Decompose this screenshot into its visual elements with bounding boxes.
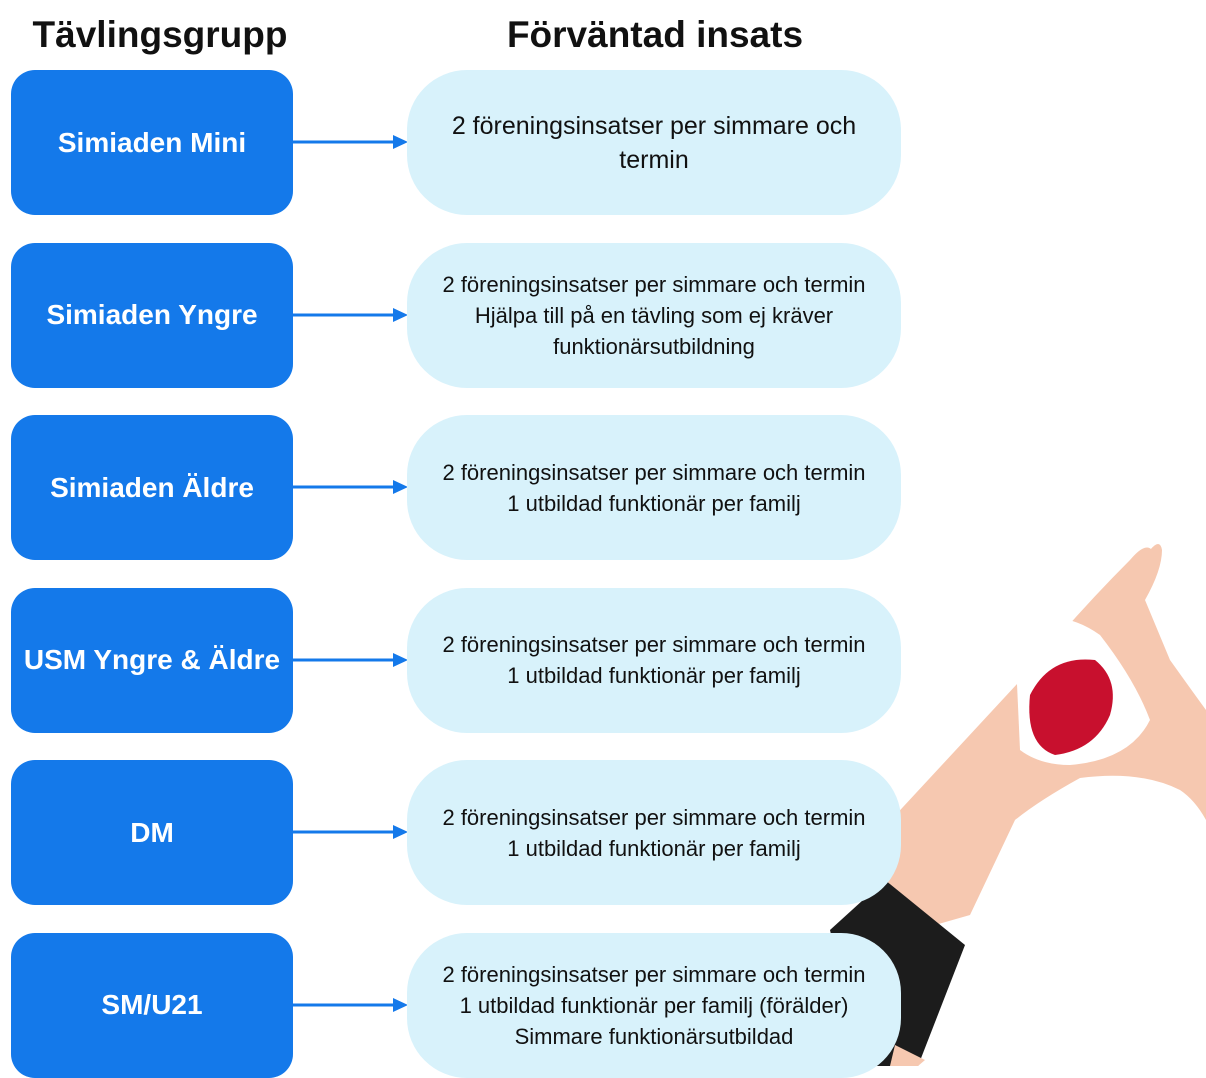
group-row: Simiaden Yngre 2 föreningsinsatser per si…: [0, 242, 1206, 388]
effort-line: 1 utbildad funktionär per familj: [507, 490, 801, 516]
group-box: Simiaden Äldre: [11, 415, 293, 560]
effort-line: funktionärsutbildning: [553, 333, 755, 359]
effort-box: 2 föreningsinsatser per simmare och term…: [407, 587, 901, 733]
effort-line: Simmare funktionärsutbildad: [514, 1023, 794, 1049]
group-row: USM Yngre & Äldre 2 föreningsinsatser per…: [0, 587, 1206, 733]
effort-line: termin: [619, 145, 689, 174]
arrow-connector: [293, 307, 408, 322]
effort-line: 2 föreningsinsatser per simmare och term…: [442, 632, 866, 657]
effort-line: 2 föreningsinsatser per simmare och term…: [442, 459, 866, 485]
arrow-connector: [293, 652, 408, 667]
group-column-header: Tävlingsgrupp: [32, 14, 288, 55]
effort-box: 2 föreningsinsatser per simmare och term…: [407, 932, 901, 1078]
effort-line: 2 föreningsinsatser per simmare och: [451, 111, 857, 140]
group-box: Simiaden Mini: [11, 70, 293, 215]
group-box: DM: [11, 760, 293, 905]
group-row: Simiaden Äldre 2 föreningsinsatser per si…: [0, 415, 1206, 560]
group-row: SM/U21 2 föreningsinsatser per simmare oc…: [0, 932, 1206, 1078]
group-row: DM 2 föreningsinsatser per simmare och te…: [0, 760, 1206, 905]
effort-line: 2 föreningsinsatser per simmare och term…: [442, 804, 866, 830]
effort-box: 2 föreningsinsatser per simmare och term…: [407, 760, 901, 905]
effort-box: 2 föreningsinsatser per simmare och term…: [407, 415, 901, 560]
effort-line: Hjälpa till på en tävling som ej kräver: [474, 302, 834, 328]
effort-line: 2 föreningsinsatser per simmare och term…: [442, 961, 866, 987]
swimmer-hand: [890, 1045, 925, 1066]
arrow-connector: [293, 480, 408, 494]
group-box: USM Yngre & Äldre: [11, 587, 293, 733]
group-box: Simiaden Yngre: [11, 242, 293, 388]
effort-line: 1 utbildad funktionär per familj (föräld…: [459, 992, 849, 1018]
effort-line: 1 utbildad funktionär per familj: [507, 663, 801, 688]
swim-cap: [1029, 659, 1113, 755]
effort-box: 2 föreningsinsatser per simmare och term…: [407, 242, 901, 388]
arrow-connector: [293, 825, 408, 839]
arrow-connector: [293, 997, 408, 1012]
group-box: SM/U21: [11, 932, 293, 1078]
effort-column-header: Förväntad insats: [506, 14, 804, 55]
group-row: Simiaden Mini 2 föreningsinsatser per sim…: [0, 70, 1206, 215]
effort-line: 2 föreningsinsatser per simmare och term…: [442, 271, 866, 297]
arrow-connector: [293, 135, 408, 149]
effort-line: 1 utbildad funktionär per familj: [507, 835, 801, 861]
effort-box: 2 föreningsinsatser per simmare och termi…: [407, 70, 901, 215]
